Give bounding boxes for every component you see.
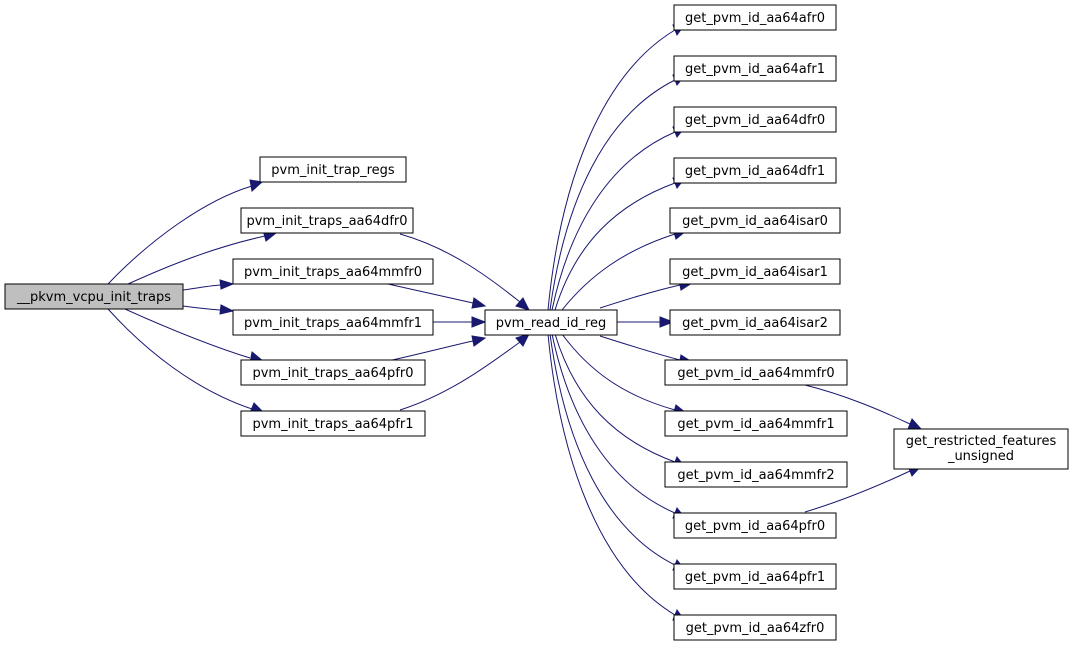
edge-read-id-reg-to-dfr1 xyxy=(554,177,687,311)
node-label: get_pvm_id_aa64isar1 xyxy=(682,265,828,280)
node-label-line-2: _unsigned xyxy=(947,449,1014,464)
node-get-pvm-id-aa64afr1[interactable]: get_pvm_id_aa64afr1 xyxy=(673,55,837,82)
node-pkvm-vcpu-init-traps[interactable]: __pkvm_vcpu_init_traps xyxy=(4,283,184,310)
node-pvm-init-traps-aa64dfr0[interactable]: pvm_init_traps_aa64dfr0 xyxy=(240,207,414,234)
node-pvm-read-id-reg[interactable]: pvm_read_id_reg xyxy=(484,309,618,336)
node-label: pvm_init_traps_aa64pfr1 xyxy=(252,417,413,432)
edge-read-id-reg-to-afr0 xyxy=(547,23,687,311)
node-get-pvm-id-aa64isar1[interactable]: get_pvm_id_aa64isar1 xyxy=(669,258,841,285)
node-label: get_pvm_id_aa64afr0 xyxy=(685,11,825,26)
node-get-pvm-id-aa64mmfr1[interactable]: get_pvm_id_aa64mmfr1 xyxy=(664,410,848,437)
node-label: get_pvm_id_aa64mmfr2 xyxy=(677,468,834,483)
edge-root-to-traps-mmfr0 xyxy=(182,279,235,291)
node-label-line-1: get_restricted_features xyxy=(906,434,1057,449)
edge-traps-dfr0-to-read-id-reg xyxy=(399,233,530,311)
node-label: pvm_init_trap_regs xyxy=(271,163,395,178)
node-label: pvm_init_traps_aa64mmfr1 xyxy=(244,316,422,331)
nodes-layer: __pkvm_vcpu_init_traps pvm_init_trap_reg… xyxy=(4,4,1069,641)
edge-traps-mmfr0-to-read-id-reg xyxy=(387,283,487,309)
node-label: get_pvm_id_aa64dfr0 xyxy=(685,113,825,128)
node-label: get_pvm_id_aa64zfr0 xyxy=(686,621,825,636)
edge-read-id-reg-to-isar2 xyxy=(617,316,675,328)
node-get-pvm-id-aa64isar2[interactable]: get_pvm_id_aa64isar2 xyxy=(669,309,841,336)
node-label: get_pvm_id_aa64mmfr1 xyxy=(677,417,834,432)
node-get-pvm-id-aa64pfr1[interactable]: get_pvm_id_aa64pfr1 xyxy=(673,563,837,590)
node-get-pvm-id-aa64afr0[interactable]: get_pvm_id_aa64afr0 xyxy=(673,4,837,31)
node-pvm-init-traps-aa64pfr0[interactable]: pvm_init_traps_aa64pfr0 xyxy=(240,359,426,386)
node-label: pvm_init_traps_aa64mmfr0 xyxy=(244,265,422,280)
node-label: get_pvm_id_aa64pfr1 xyxy=(685,570,825,585)
node-get-pvm-id-aa64dfr1[interactable]: get_pvm_id_aa64dfr1 xyxy=(673,157,837,184)
node-label: get_pvm_id_aa64isar0 xyxy=(682,214,828,229)
node-get-pvm-id-aa64dfr0[interactable]: get_pvm_id_aa64dfr0 xyxy=(673,106,837,133)
edge-read-id-reg-to-dfr0 xyxy=(551,126,687,311)
node-label: pvm_init_traps_aa64dfr0 xyxy=(246,214,407,229)
node-label: get_pvm_id_aa64afr1 xyxy=(685,62,825,77)
node-label: pvm_read_id_reg xyxy=(496,316,607,331)
node-label: __pkvm_vcpu_init_traps xyxy=(16,290,171,305)
node-pvm-init-traps-aa64pfr1[interactable]: pvm_init_traps_aa64pfr1 xyxy=(240,410,426,437)
node-get-pvm-id-aa64zfr0[interactable]: get_pvm_id_aa64zfr0 xyxy=(673,614,837,641)
node-label: get_pvm_id_aa64pfr0 xyxy=(685,519,825,534)
node-label: get_pvm_id_aa64dfr1 xyxy=(685,164,825,179)
edge-read-id-reg-to-mmfr2 xyxy=(554,333,687,468)
edge-root-to-traps-mmfr1 xyxy=(182,304,235,315)
node-label: pvm_init_traps_aa64pfr0 xyxy=(252,366,413,381)
node-get-pvm-id-aa64isar0[interactable]: get_pvm_id_aa64isar0 xyxy=(669,207,841,234)
node-get-pvm-id-aa64mmfr2[interactable]: get_pvm_id_aa64mmfr2 xyxy=(664,461,848,488)
node-get-pvm-id-aa64pfr0[interactable]: get_pvm_id_aa64pfr0 xyxy=(673,512,837,539)
node-label: get_pvm_id_aa64isar2 xyxy=(682,316,828,331)
node-pvm-init-traps-aa64mmfr1[interactable]: pvm_init_traps_aa64mmfr1 xyxy=(232,309,434,336)
edge-read-id-reg-to-afr1 xyxy=(549,74,687,311)
edge-read-id-reg-to-isar0 xyxy=(561,228,688,311)
edge-root-to-trap-regs xyxy=(107,179,264,285)
node-get-restricted-features-unsigned[interactable]: get_restricted_features _unsigned xyxy=(893,428,1069,470)
edge-traps-mmfr1-to-read-id-reg xyxy=(433,316,487,328)
edge-traps-pfr0-to-read-id-reg xyxy=(387,335,487,362)
edge-read-id-reg-to-zfr0 xyxy=(547,333,687,622)
edge-traps-pfr1-to-read-id-reg xyxy=(399,333,530,411)
node-pvm-init-traps-aa64mmfr0[interactable]: pvm_init_traps_aa64mmfr0 xyxy=(232,258,434,285)
node-label: get_pvm_id_aa64mmfr0 xyxy=(677,366,834,381)
node-get-pvm-id-aa64mmfr0[interactable]: get_pvm_id_aa64mmfr0 xyxy=(664,359,848,386)
node-pvm-init-trap-regs[interactable]: pvm_init_trap_regs xyxy=(259,156,407,183)
